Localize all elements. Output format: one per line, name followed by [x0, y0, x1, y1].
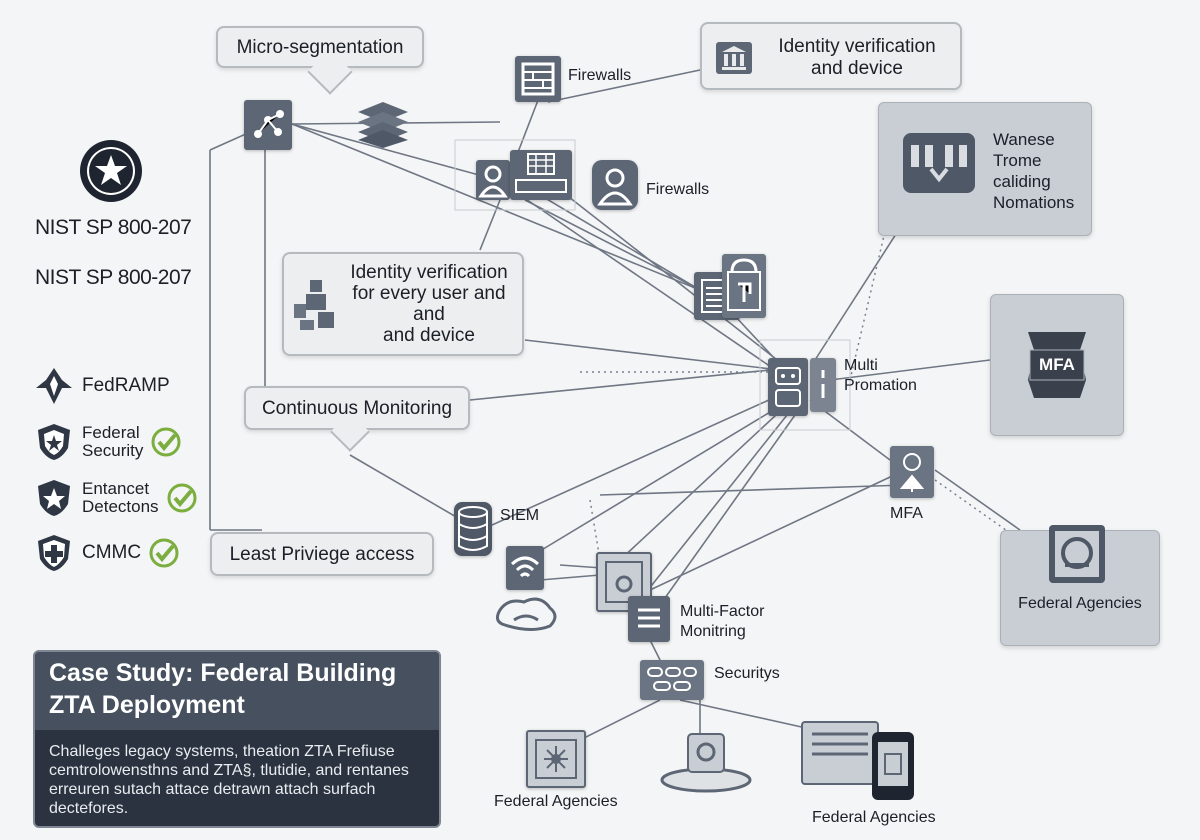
fedramp-label: FedRAMP [82, 375, 170, 396]
router-icon[interactable] [768, 358, 808, 416]
case-study-body: Challeges legacy systems, theation ZTA F… [49, 743, 409, 817]
phone-icon [870, 730, 916, 802]
agency-star-icon[interactable] [526, 730, 586, 788]
mobile-device-icon[interactable] [810, 358, 836, 412]
gateway-icon [903, 133, 975, 193]
server-stack-icon [354, 100, 412, 150]
federal-agencies-label-3: Federal Agencies [1018, 595, 1142, 612]
security-chat-icon[interactable] [640, 660, 704, 700]
check-icon [151, 427, 181, 457]
entancet-item: Entancet Detectons [34, 478, 197, 518]
firewalls-label-1: Firewalls [568, 67, 632, 84]
fedramp-icon [36, 368, 72, 404]
case-study-panel: Case Study: Federal Building ZTA Deploym… [33, 650, 441, 828]
wifi-icon[interactable] [506, 546, 544, 590]
continuous-monitoring-callout: Continuous Monitoring [244, 386, 470, 452]
multi-factor-line1: Multi-Factor [680, 603, 765, 620]
mfa-label: MFA [890, 505, 923, 522]
check-icon [149, 538, 179, 568]
case-study-title-line1: Case Study: Federal Building [49, 659, 397, 687]
panel-top-line3: caliding [993, 172, 1051, 191]
least-privilege-callout: Least Priviege access [210, 532, 434, 576]
micro-segmentation-callout: Micro-segmentation [216, 26, 424, 95]
panel-top-line4: Nomations [993, 193, 1075, 212]
user-icon[interactable] [476, 160, 510, 200]
cmmc-item: CMMC [34, 533, 179, 573]
user-shield-icon[interactable] [592, 160, 638, 210]
entancet-line2: Detectons [82, 497, 159, 516]
network-hub-icon[interactable] [244, 100, 292, 150]
monitor-icon [800, 720, 880, 788]
federal-agencies-label-1: Federal Agencies [494, 793, 618, 810]
siem-label: SIEM [500, 507, 540, 524]
mfa-panel-label: MFA [1039, 355, 1075, 374]
shield-star-icon [38, 480, 70, 516]
nist-label-1: NIST SP 800-207 [35, 216, 192, 239]
entancet-line1: Entancet [82, 479, 150, 498]
multi-factor-line2: Monitring [680, 623, 746, 640]
multi-promation-label: Multi Promation [844, 356, 917, 396]
database-icon[interactable] [454, 502, 492, 556]
identity-mid-line1: Identity verification [350, 262, 508, 283]
federal-security-line1: Federal [82, 423, 140, 442]
identity-mid-line2: for every user and [352, 283, 506, 304]
panel-top-line1: Wanese [993, 130, 1055, 149]
least-privilege-label: Least Priviege access [229, 544, 415, 565]
info-panel-top: Wanese Trome caliding Nomations [878, 102, 1092, 236]
multi-factor-label: Multi-Factor Monitring [680, 602, 764, 642]
mfa-panel: MFA [990, 294, 1124, 436]
lock-terminal-icon[interactable] [722, 254, 766, 318]
identity-mid-line3: and [413, 304, 445, 325]
identity-top-line2: and device [811, 58, 903, 79]
federal-agencies-panel: Federal Agencies [1000, 525, 1160, 646]
firewalls-label-2: Firewalls [646, 181, 710, 198]
mfa-badge-icon [1028, 332, 1086, 398]
multi-promation-line1: Multi [844, 357, 878, 374]
cloud-icon [490, 590, 562, 634]
federal-agencies-label-2: Federal Agencies [812, 809, 936, 826]
firewall-icon[interactable] [515, 56, 561, 102]
identity-mid-line4: and device [383, 325, 475, 346]
case-study-title-line2: ZTA Deployment [49, 691, 245, 719]
multi-promation-line2: Promation [844, 377, 917, 394]
identity-verification-callout-mid: Identity verification for every user and… [282, 252, 524, 356]
cmmc-label: CMMC [82, 542, 142, 563]
building-blocks-icon [294, 280, 334, 330]
case-study-title-box [35, 652, 439, 730]
panel-top-line2: Trome [993, 151, 1042, 170]
shield-icon [38, 424, 70, 460]
building-icon [716, 42, 752, 74]
continuous-monitoring-label: Continuous Monitoring [261, 398, 453, 419]
identity-top-line1: Identity verification [778, 36, 936, 57]
camera-base-icon [658, 730, 754, 794]
nist-label-2: NIST SP 800-207 [35, 266, 192, 289]
securitys-label: Securitys [714, 665, 780, 682]
check-icon [167, 483, 197, 513]
micro-segmentation-label: Micro-segmentation [236, 37, 404, 58]
shield-cross-icon [38, 535, 70, 571]
mfa-icon[interactable] [890, 446, 934, 498]
multi-factor-icon[interactable] [628, 596, 670, 642]
agency-seal-icon [1049, 525, 1105, 583]
fedramp-item: FedRAMP [34, 366, 170, 406]
firewall-console-icon[interactable] [510, 150, 572, 200]
nist-seal-icon [78, 138, 144, 204]
federal-security-item: Federal Security [34, 422, 181, 462]
federal-security-line2: Security [82, 441, 144, 460]
identity-verification-callout-top: Identity verification and device [700, 22, 962, 90]
